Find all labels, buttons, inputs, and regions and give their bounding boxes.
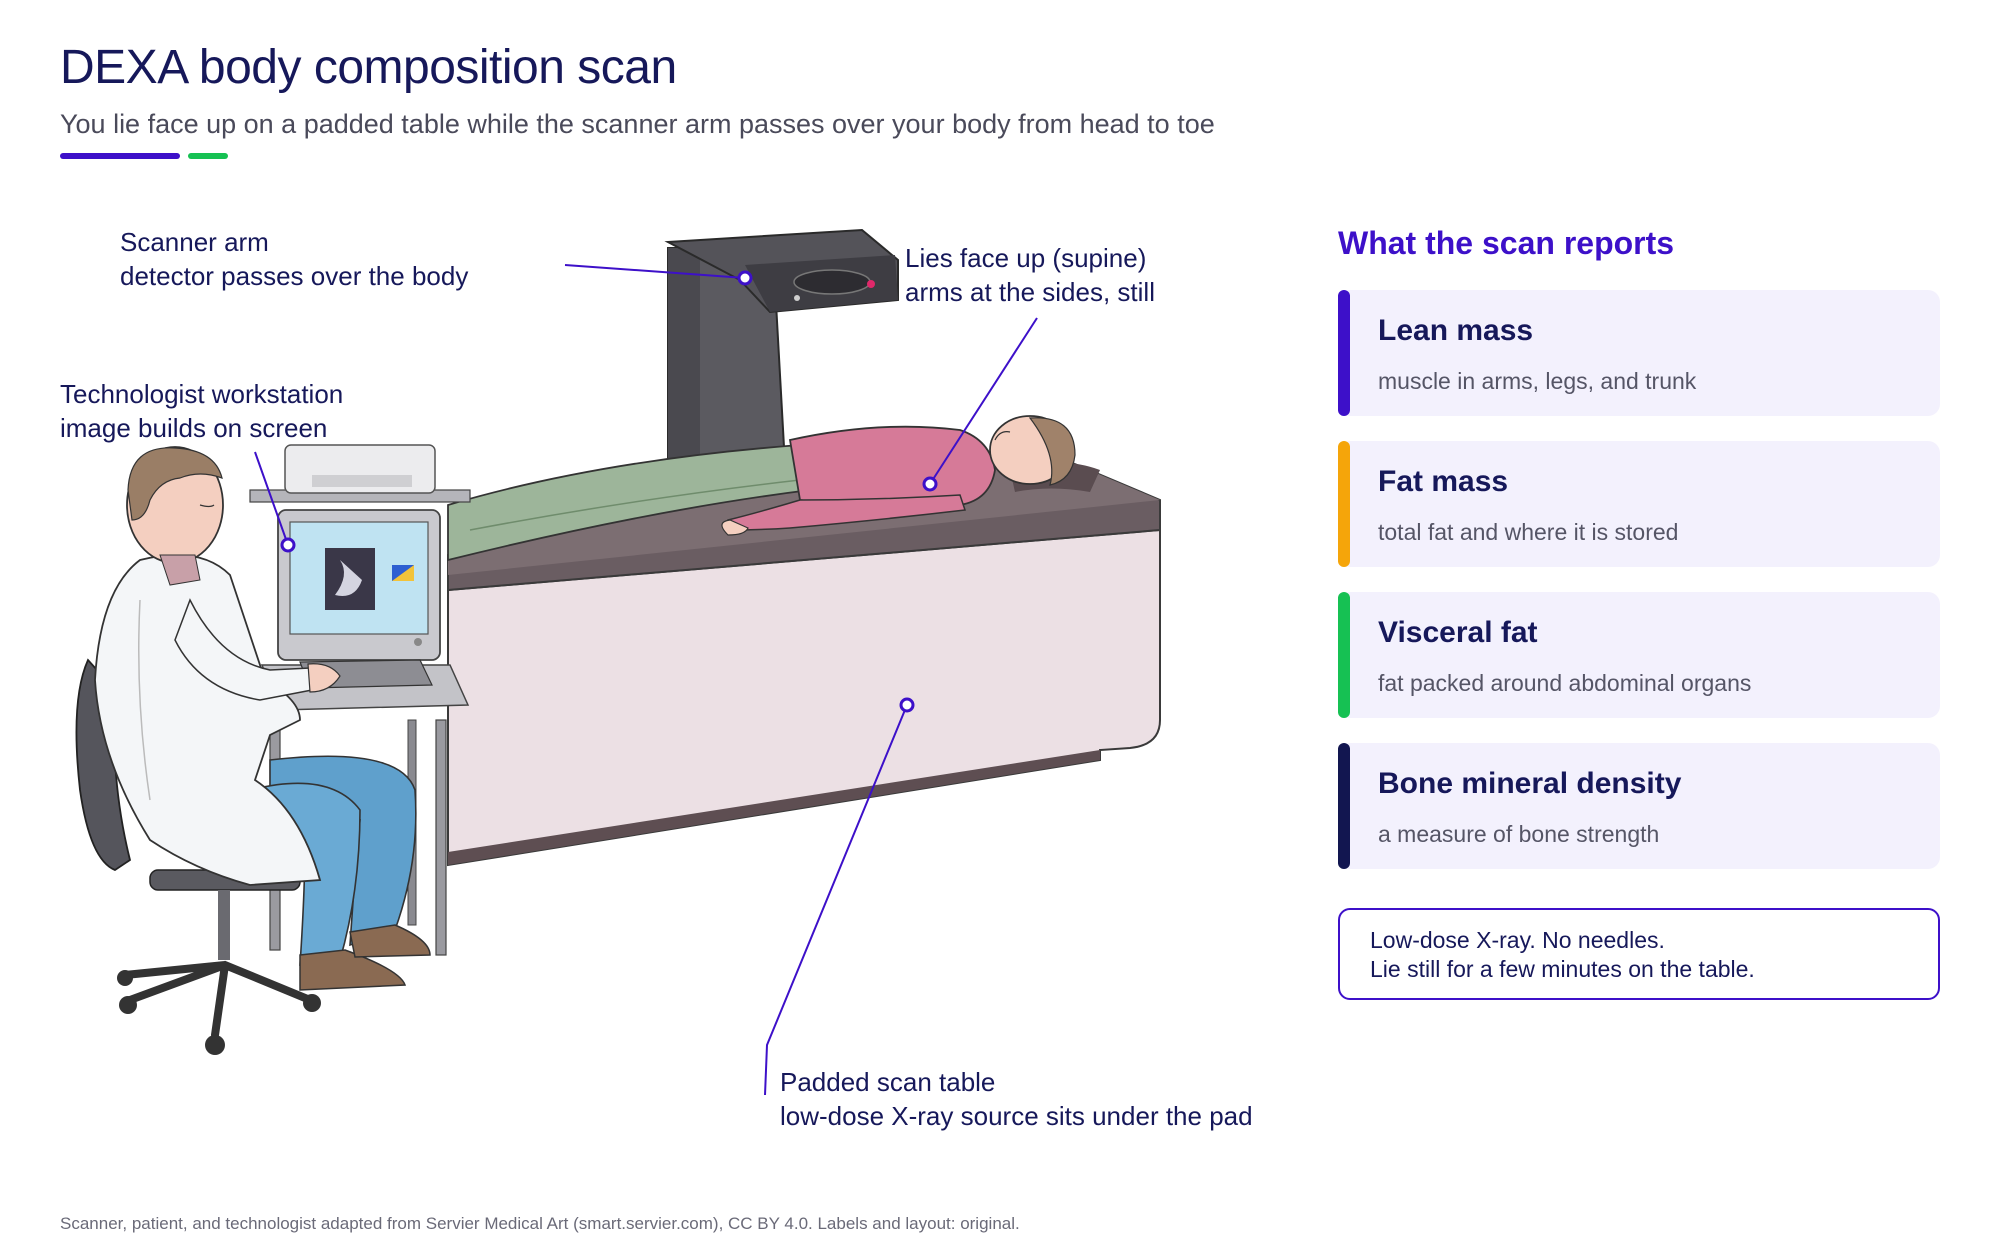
card-desc: muscle in arms, legs, and trunk: [1378, 368, 1697, 394]
scanner-arm-illustration: [664, 228, 899, 477]
card-stripe: [1338, 290, 1350, 416]
callout-table-title: Padded scan table: [780, 1067, 996, 1097]
card-desc: fat packed around abdominal organs: [1378, 670, 1752, 696]
accent-bar-secondary: [188, 153, 228, 159]
card-name: Lean mass: [1378, 314, 1534, 347]
callout-marker-icon: [922, 476, 938, 492]
note-line-2: Lie still for a few minutes on the table…: [1370, 956, 1755, 982]
accent-bar-primary: [60, 153, 180, 159]
callout-marker-icon: [280, 537, 296, 553]
callout-workstation-detail: image builds on screen: [60, 413, 328, 443]
scan-reports-panel: What the scan reports Lean mass muscle i…: [1338, 225, 1940, 894]
callout-patient: Lies face up (supine) arms at the sides,…: [905, 241, 1155, 309]
callout-leaders: [254, 264, 1038, 1096]
callout-workstation-title: Technologist workstation: [60, 379, 344, 409]
report-card-fat-mass: Fat mass total fat and where it is store…: [1338, 441, 1940, 567]
note-line-1: Low-dose X-ray. No needles.: [1370, 927, 1665, 953]
callout-marker-icon: [737, 270, 753, 286]
callout-scanner-arm-title: Scanner arm: [120, 227, 269, 257]
report-card-visceral-fat: Visceral fat fat packed around abdominal…: [1338, 592, 1940, 718]
page-title: DEXA body composition scan: [60, 41, 677, 94]
panel-title: What the scan reports: [1338, 225, 1675, 261]
card-name: Visceral fat: [1378, 616, 1538, 649]
technologist-illustration: [75, 446, 431, 1055]
dexa-illustration: [75, 228, 1161, 1096]
callout-workstation: Technologist workstation image builds on…: [60, 377, 343, 445]
card-desc: a measure of bone strength: [1378, 821, 1660, 847]
callout-patient-detail: arms at the sides, still: [905, 277, 1155, 307]
safety-note: Low-dose X-ray. No needles. Lie still fo…: [1338, 908, 1940, 1000]
card-stripe: [1338, 441, 1350, 567]
report-card-bone-density: Bone mineral density a measure of bone s…: [1338, 743, 1940, 869]
card-stripe: [1338, 592, 1350, 718]
callout-table: Padded scan table low-dose X-ray source …: [780, 1065, 1253, 1133]
patient-illustration: [447, 415, 1076, 562]
card-stripe: [1338, 743, 1350, 869]
callout-table-detail: low-dose X-ray source sits under the pad: [780, 1101, 1253, 1131]
callout-scanner-arm-detail: detector passes over the body: [120, 261, 469, 291]
callout-marker-icon: [899, 697, 915, 713]
report-card-lean-mass: Lean mass muscle in arms, legs, and trun…: [1338, 290, 1940, 416]
callout-patient-title: Lies face up (supine): [905, 243, 1147, 273]
page-subtitle: You lie face up on a padded table while …: [60, 109, 1215, 139]
header: DEXA body composition scan You lie face …: [60, 40, 1215, 140]
card-name: Fat mass: [1378, 465, 1509, 498]
image-credit: Scanner, patient, and technologist adapt…: [60, 1214, 1020, 1233]
card-desc: total fat and where it is stored: [1378, 519, 1679, 545]
card-name: Bone mineral density: [1378, 767, 1682, 800]
callout-scanner-arm: Scanner arm detector passes over the bod…: [120, 225, 468, 293]
